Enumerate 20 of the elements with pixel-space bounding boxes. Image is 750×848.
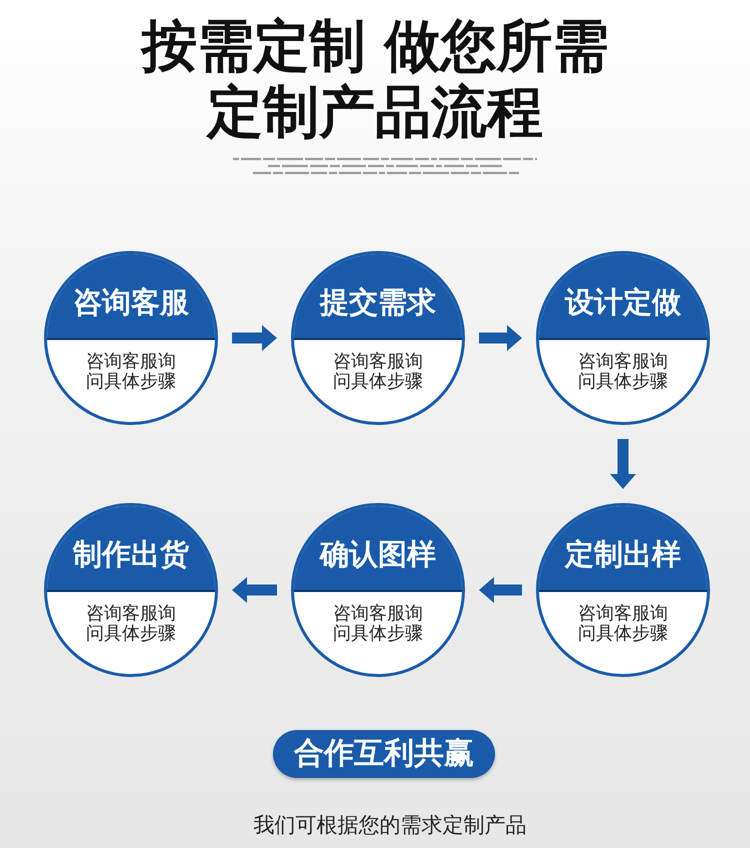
step-heading: 提交需求 [294,254,462,340]
step-heading: 定制出样 [539,506,707,592]
step-description: 咨询客服询问具体步骤 [85,352,177,392]
arrow [479,325,522,351]
arrow [232,577,277,603]
step-heading: 设计定做 [539,254,707,340]
step-heading: 制作出货 [47,506,215,592]
arrow [610,439,636,489]
footer-text: 我们可根据您的需求定制产品 [252,812,528,839]
step-description: 咨询客服询问具体步骤 [577,352,669,392]
step-heading: 咨询客服 [47,254,215,340]
slogan-pill: 合作互利共赢 [273,730,495,778]
step-description: 咨询客服询问具体步骤 [332,352,424,392]
step-description: 咨询客服询问具体步骤 [332,604,424,644]
step-heading: 确认图样 [294,506,462,592]
step-description: 咨询客服询问具体步骤 [577,604,669,644]
arrow [232,325,277,351]
step-description: 咨询客服询问具体步骤 [85,604,177,644]
arrow [479,577,522,603]
title: 按需定制 做您所需定制产品流程 [139,14,610,146]
